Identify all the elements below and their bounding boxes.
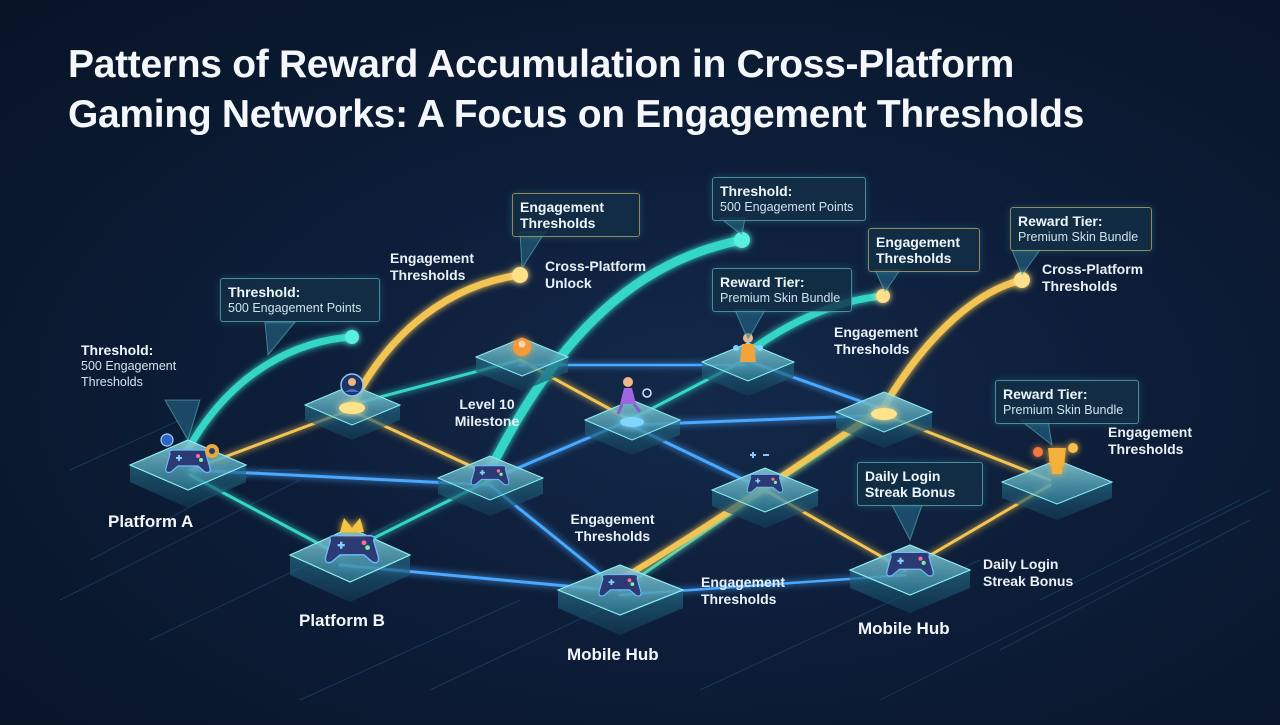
circuit-lines: [59, 419, 1271, 701]
tile-node-right-middle: [710, 467, 820, 528]
crown-icon: [340, 518, 364, 532]
avatar-icon: [340, 373, 364, 397]
callout-text: 500 Engagement Thresholds: [81, 359, 177, 389]
callout-heading: Reward Tier:: [1018, 213, 1103, 229]
tile-node-right: [834, 391, 934, 448]
tile-mobile-hub-2: [848, 544, 972, 613]
callout-heading: Engagement Thresholds: [520, 199, 605, 231]
trophy-icon: [1033, 443, 1078, 474]
small-gamepad-icon: [750, 452, 769, 458]
callout-daily-login: Daily Login Streak Bonus: [857, 462, 983, 506]
gear-icon: [160, 433, 219, 458]
callout-reward-tier-2: Reward Tier: Premium Skin Bundle: [1010, 207, 1152, 251]
label-level-10-milestone: Level 10 Milestone: [454, 396, 520, 429]
label-engagement-thresholds-2: Engagement Thresholds: [834, 324, 919, 357]
tile-node-center: [583, 399, 682, 455]
gamepad-icon: [165, 449, 211, 474]
label-engagement-thresholds-4: Engagement Thresholds: [570, 511, 655, 544]
callout-heading: Threshold:: [720, 183, 793, 199]
callout-threshold-points-2: Threshold: 500 Engagement Points: [712, 177, 866, 221]
callout-heading: Threshold:: [81, 342, 154, 358]
tile-node-upper-middle: [474, 337, 570, 391]
label-platform-a: Platform A: [108, 512, 194, 531]
label-cross-platform-thresholds: Cross-Platform Thresholds: [1042, 261, 1144, 294]
gamepad-icon: [470, 465, 510, 486]
callout-threshold-left: Threshold: 500 Engagement Thresholds: [81, 342, 196, 390]
callout-heading: Reward Tier:: [720, 274, 805, 290]
gamepad-icon: [886, 551, 934, 577]
title-line-2: Gaming Networks: A Focus on Engagement T…: [68, 93, 1085, 136]
callout-text: Premium Skin Bundle: [720, 291, 841, 305]
label-engagement-thresholds-3: Engagement Thresholds: [1108, 424, 1193, 457]
label-engagement-thresholds-1: Engagement Thresholds: [390, 250, 475, 283]
callout-reward-tier-1: Reward Tier: Premium Skin Bundle: [712, 268, 852, 312]
callout-heading: Threshold:: [228, 284, 301, 300]
callout-reward-tier-3: Reward Tier: Premium Skin Bundle: [995, 380, 1139, 424]
callout-engagement-thresholds-1: Engagement Thresholds: [512, 193, 640, 237]
avatar-icon: [616, 377, 652, 415]
callout-heading: Daily Login Streak Bonus: [865, 468, 956, 500]
label-mobile-hub-2: Mobile Hub: [858, 619, 950, 638]
label-cross-platform-unlock: Cross-Platform Unlock: [545, 258, 647, 291]
callout-engagement-thresholds-2: Engagement Thresholds: [868, 228, 980, 272]
gamepad-icon: [324, 534, 380, 564]
title-line-1: Patterns of Reward Accumulation in Cross…: [68, 43, 1015, 86]
arc-endpoints: [345, 232, 1030, 344]
callout-threshold-points-1: Threshold: 500 Engagement Points: [220, 278, 380, 322]
label-engagement-thresholds-5: Engagement Thresholds: [701, 574, 786, 607]
callout-heading: Reward Tier:: [1003, 386, 1088, 402]
page-title: Patterns of Reward Accumulation in Cross…: [68, 40, 1084, 140]
tile-node-upper-left: [303, 384, 402, 440]
gamepad-icon: [746, 473, 784, 493]
gamepad-icon: [598, 574, 642, 597]
avatar-icon: [513, 338, 531, 356]
callout-pointers: [164, 217, 1053, 542]
label-platform-b: Platform B: [299, 611, 385, 630]
label-mobile-hub-1: Mobile Hub: [567, 645, 659, 664]
callout-text: Premium Skin Bundle: [1003, 403, 1124, 417]
callout-text: 500 Engagement Points: [228, 301, 362, 315]
callout-text: Premium Skin Bundle: [1018, 230, 1139, 244]
platform-tiles: [128, 337, 1114, 635]
tile-node-far-right: [1000, 459, 1114, 520]
label-daily-login-streak-bonus: Daily Login Streak Bonus: [983, 556, 1074, 589]
callout-heading: Engagement Thresholds: [876, 234, 961, 266]
callout-text: 500 Engagement Points: [720, 200, 854, 214]
